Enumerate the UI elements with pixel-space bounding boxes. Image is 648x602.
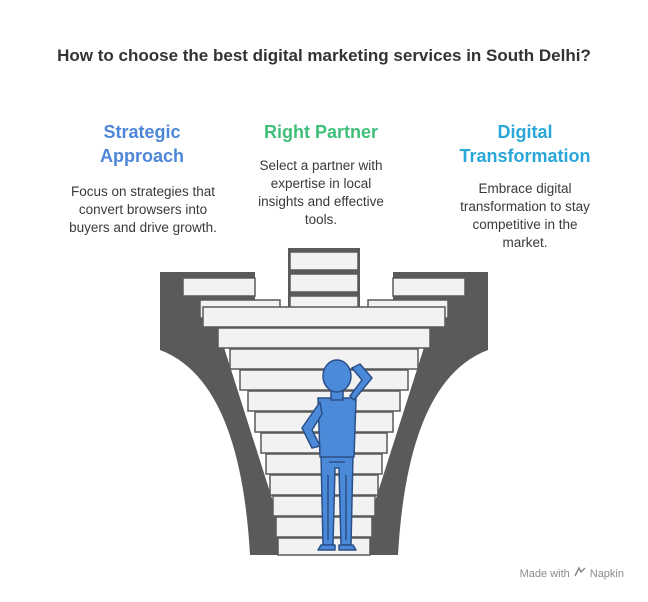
right-wall (358, 272, 488, 555)
digital-transformation-title: Digital Transformation (459, 122, 591, 166)
digital-transformation-description: Embrace digital transformation to stay c… (460, 181, 590, 250)
thinking-person (301, 359, 373, 551)
left-wall (160, 272, 290, 555)
right-partner-description: Select a partner with expertise in local… (258, 158, 384, 227)
napkin-logo-icon (574, 566, 586, 581)
page-title: How to choose the best digital marketing… (57, 46, 591, 65)
made-with-label: Made with (519, 567, 570, 580)
strategic-approach-title: Strategic Approach (99, 122, 184, 166)
napkin-credit: Made with Napkin (520, 566, 624, 581)
napkin-brand-label: Napkin (589, 567, 624, 580)
right-partner-title: Right Partner (263, 122, 378, 142)
strategic-approach-description: Focus on strategies that convert browser… (69, 184, 217, 235)
